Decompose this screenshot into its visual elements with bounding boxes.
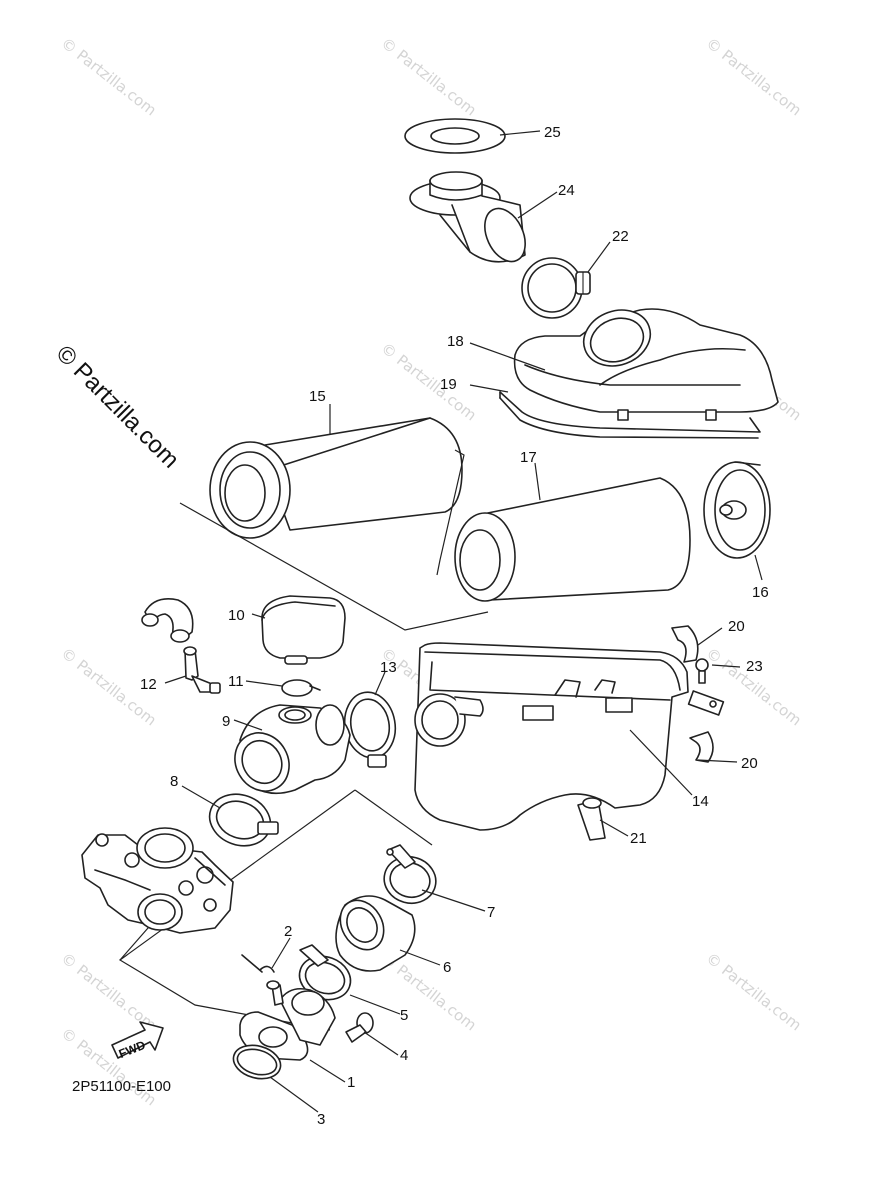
part-label: 4 bbox=[400, 1047, 408, 1064]
part-17-filter-element bbox=[454, 477, 691, 602]
part-6-intake-joint bbox=[335, 895, 416, 972]
part-24-funnel-joint bbox=[409, 171, 526, 263]
part-14-airbox-case bbox=[414, 642, 725, 831]
part-12-breather-hose bbox=[141, 598, 221, 694]
part-15-air-filter bbox=[209, 417, 463, 539]
watermark: © Partzilla.com bbox=[58, 949, 160, 1034]
part-label: 3 bbox=[317, 1111, 325, 1128]
part-labels: 1 2 3 4 5 6 7 8 9 10 11 12 13 14 15 16 1… bbox=[140, 124, 769, 1128]
part-label: 25 bbox=[544, 124, 561, 141]
part-9-joint bbox=[234, 704, 351, 795]
part-10-cap bbox=[261, 595, 346, 665]
part-label: 22 bbox=[612, 228, 629, 245]
watermark: © Partzilla.com bbox=[378, 339, 480, 424]
part-label: 20 bbox=[728, 618, 745, 635]
part-label: 20 bbox=[741, 755, 758, 772]
watermark: © Partzilla.com bbox=[378, 34, 480, 119]
part-label: 15 bbox=[309, 388, 326, 405]
watermark: © Partzilla.com bbox=[703, 949, 805, 1034]
part-label: 5 bbox=[400, 1007, 408, 1024]
part-5-clamp bbox=[298, 944, 352, 1001]
part-label: 11 bbox=[228, 673, 244, 690]
part-23-screw bbox=[695, 658, 709, 684]
forward-direction-arrow: FWD bbox=[111, 1021, 164, 1061]
part-label: 2 bbox=[284, 923, 292, 940]
part-label: 14 bbox=[692, 793, 709, 810]
part-3-o-ring bbox=[232, 1044, 282, 1080]
watermark: © Partzilla.com bbox=[58, 34, 160, 119]
part-25-ring bbox=[404, 118, 506, 154]
part-label: 17 bbox=[520, 449, 537, 466]
brand-watermark: © Partzilla.com bbox=[51, 340, 184, 473]
part-22-clamp bbox=[521, 257, 591, 319]
part-label: 13 bbox=[380, 659, 397, 676]
watermark: © Partzilla.com bbox=[703, 34, 805, 119]
part-label: 18 bbox=[447, 333, 464, 350]
part-label: 23 bbox=[746, 658, 763, 675]
part-20-clip-lower bbox=[689, 731, 714, 763]
carburetor bbox=[81, 827, 234, 934]
part-label: 9 bbox=[222, 713, 230, 730]
part-13-clamp bbox=[343, 691, 397, 768]
part-19-gasket bbox=[499, 391, 761, 439]
part-label: 6 bbox=[443, 959, 451, 976]
part-label: 12 bbox=[140, 676, 157, 693]
part-2-clip bbox=[241, 954, 275, 973]
part-label: 7 bbox=[487, 904, 495, 921]
part-11-clamp bbox=[281, 679, 321, 697]
part-20-clip-upper bbox=[671, 625, 699, 663]
label-leaders bbox=[164, 130, 763, 1113]
part-label: 16 bbox=[752, 584, 769, 601]
part-label: 24 bbox=[558, 182, 575, 199]
part-16-filter-cap bbox=[703, 461, 771, 559]
diagram-code: 2P51100-E100 bbox=[72, 1078, 171, 1095]
part-label: 1 bbox=[347, 1074, 355, 1091]
part-label: 19 bbox=[440, 376, 457, 393]
part-label: 10 bbox=[228, 607, 245, 624]
part-18-airbox-cover bbox=[513, 308, 779, 421]
part-4-bolt bbox=[345, 1012, 374, 1043]
part-7-clamp bbox=[383, 844, 437, 905]
part-label: 8 bbox=[170, 773, 178, 790]
watermark: © Partzilla.com bbox=[703, 644, 805, 729]
part-8-clamp bbox=[208, 793, 279, 847]
part-label: 21 bbox=[630, 830, 647, 847]
part-21-drain-plug bbox=[577, 797, 606, 841]
